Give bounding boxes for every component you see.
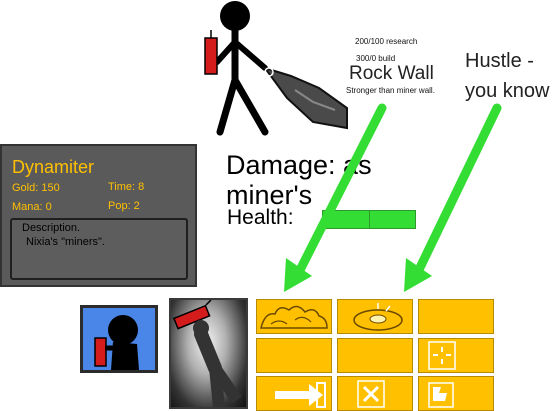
arrowhead-rock-wall-icon <box>284 258 312 292</box>
description-box: Description. Nixia's "miners". <box>10 218 188 280</box>
mana-cost: Mana: 0 <box>12 201 52 213</box>
target-icon <box>428 341 456 370</box>
arrow-right-icon <box>275 382 326 408</box>
dynamiter-hero-figure <box>204 1 348 136</box>
health-segment <box>369 211 415 228</box>
unit-build-button[interactable] <box>169 298 248 409</box>
unit-name: Dynamiter <box>12 157 95 177</box>
ability-slot-target[interactable] <box>418 338 494 373</box>
research-cost: 200/100 research <box>355 37 418 46</box>
build-cost: 300/0 build <box>356 54 396 63</box>
arrow-to-hustle <box>410 103 502 283</box>
cancel-x-icon <box>357 380 385 408</box>
health-bar <box>322 210 416 229</box>
ability-slot-cancel[interactable] <box>337 376 413 411</box>
selected-unit-portrait[interactable] <box>80 305 158 373</box>
health-segment <box>323 211 370 228</box>
population-cost: Pop: 2 <box>108 200 140 212</box>
glowing-rock-icon <box>353 303 403 331</box>
hustle-note: Hustle - you know <box>465 46 550 106</box>
hustle-line-1: Hustle - <box>465 50 534 72</box>
ability-slot-flag[interactable] <box>418 376 494 411</box>
description-title: Description. <box>22 222 81 234</box>
upgrade-description: Stronger than miner wall. <box>346 86 435 95</box>
description-text: Nixia's "miners". <box>26 236 105 248</box>
gold-cost: Gold: 150 <box>12 182 60 194</box>
build-time: Time: 8 <box>108 181 145 193</box>
flag-icon <box>428 382 454 408</box>
arrowhead-hustle-icon <box>404 258 432 292</box>
unit-info-panel: Dynamiter Gold: 150 Time: 8 Mana: 0 Pop:… <box>0 144 197 287</box>
ability-slot-3[interactable] <box>418 299 494 334</box>
upgrade-title: Rock Wall <box>349 63 434 84</box>
ability-slot-rock-wall[interactable] <box>256 299 332 334</box>
health-label: Health: <box>227 206 294 229</box>
ability-slot-5[interactable] <box>337 338 413 373</box>
ability-slot-hustle[interactable] <box>337 299 413 334</box>
ability-slot-4[interactable] <box>256 338 332 373</box>
rock-pile-icon <box>260 305 328 329</box>
dynamiter-portrait-icon <box>94 315 139 370</box>
damage-label: Damage: as <box>226 150 372 180</box>
ability-slot-move[interactable] <box>256 376 332 411</box>
hustle-line-2: you know <box>465 80 550 102</box>
dynamiter-build-icon <box>172 300 242 407</box>
